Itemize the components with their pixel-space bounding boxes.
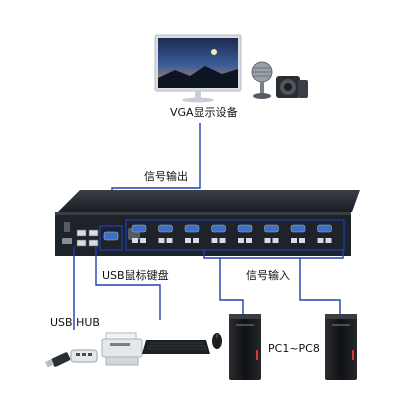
pc-tower-1-icon [229,314,261,380]
vga-input-port [264,224,279,243]
vga-input-port [184,224,200,243]
vga-display-label: VGA显示设备 [170,106,238,119]
keyboard-icon [142,340,210,354]
signal-output-label: 信号输出 [144,170,188,183]
vga-output-port [99,225,123,251]
printer-icon [101,332,143,366]
mouse-icon [212,333,222,349]
speaker-icon [276,76,308,98]
usb-lines [73,246,161,330]
kvm-switch [55,190,360,256]
signal-input-label: 信号输入 [246,269,290,282]
microphone-icon [251,61,273,99]
pc-range-label: PC1~PC8 [268,342,320,355]
signal-input-line [203,250,344,314]
usb-hub-label: USB HUB [50,316,100,329]
usb-hub-icon [70,349,98,363]
pc-tower-2-icon [325,314,357,380]
usb-flash-drive-icon [45,352,71,368]
vga-input-port [317,224,332,243]
monitor-icon [154,34,242,103]
vga-input-ports [131,224,332,243]
vga-input-port [237,224,253,243]
vga-input-port [131,224,147,243]
vga-input-port [290,224,306,243]
vga-input-port [211,224,226,243]
usb-keyboard-mouse-label: USB鼠标键盘 [102,269,169,282]
vga-input-port [158,224,173,243]
usb-port-group [76,229,99,247]
